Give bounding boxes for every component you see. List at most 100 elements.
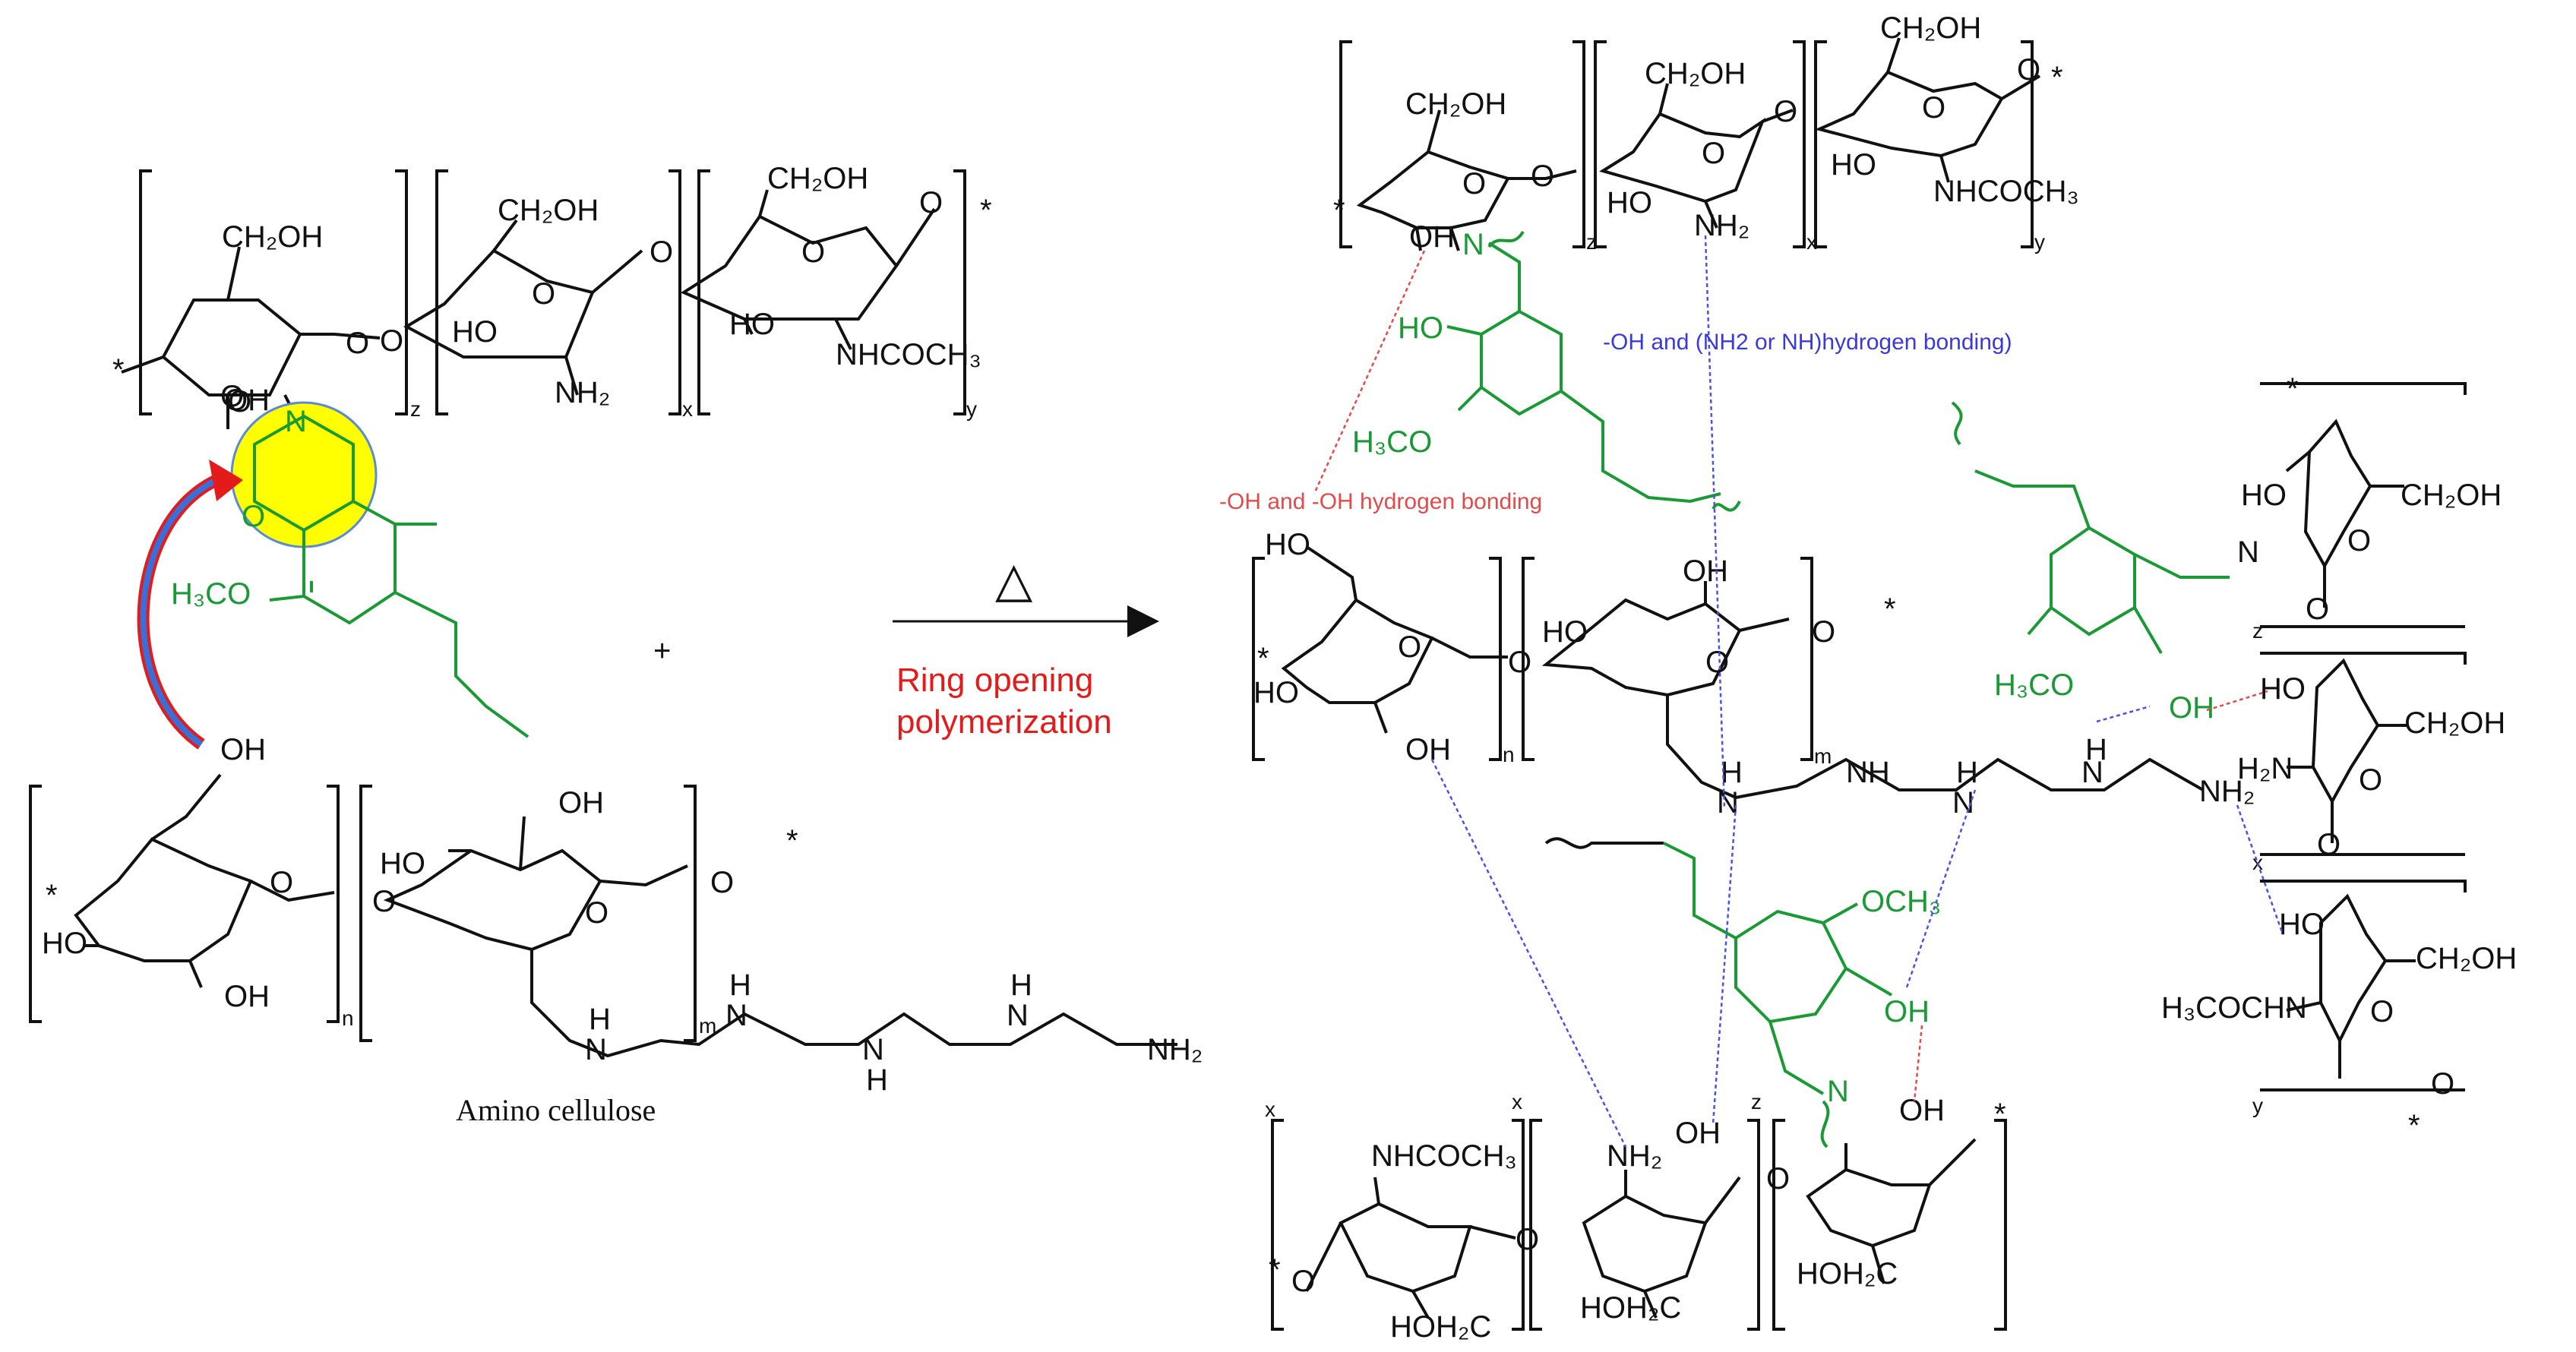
oh-label: OH [1409,220,1455,254]
terminal-o-label: O [1291,1265,1315,1298]
o-label: O [346,327,369,360]
ch2oh-label: CH₂OH [1645,57,1746,90]
oxazine-ring-highlight: N O [230,401,378,548]
glycosidic-o-label: O [1508,646,1531,679]
oxazine-o-label: O [242,500,265,533]
nhcoch3-label: NHCOCH₃ [1371,1139,1517,1173]
oh-label: OH [1884,995,1930,1028]
chitosan-top-left: CH₂OH O O O OH * O CH₂OH O HO NH₂ O CH₂O… [112,162,992,429]
oh-label: OH [220,733,266,766]
amine-n-label: N [2081,756,2103,789]
subscript-z: z [2252,619,2263,643]
nh2-label: NH₂ [1147,1033,1203,1066]
glycosidic-o-label: O [1531,160,1554,193]
n-label: N [1827,1075,1849,1108]
curved-arrow [137,460,243,750]
h3co-label: H₃CO [1994,668,2074,702]
ho-label: HO [2260,672,2306,706]
ho-label: HO [1398,311,1443,345]
star-label: * [2408,1109,2420,1142]
ring-o-label: O [585,896,608,930]
subscript-z: z [1751,1090,1762,1114]
nh2-label: NH₂ [555,376,610,409]
amine-n-label: N [725,999,748,1032]
glycosidic-o-label: O [372,885,396,918]
glycosidic-o-label: O [2317,828,2341,861]
oxazine-n-label: N [285,405,307,438]
opened-benzoxazine-bottom: OCH₃ OH N [1544,837,1941,1148]
subscript-m: m [1814,744,1832,768]
amine-n-label: N [1952,786,1974,820]
glycosidic-o-label: O [1516,1223,1539,1256]
ho-label: HO [380,847,425,880]
nh2-label: NH₂ [1694,209,1749,242]
h3cochn-label: H₃COCHN [2161,991,2307,1025]
glycosidic-o-label: O [2306,592,2329,626]
ring-o-label: O [220,380,244,413]
oh-nh-hbond-note: -OH and (NH2 or NH)hydrogen bonding) [1603,330,2012,355]
subscript-n: n [342,1006,354,1030]
ch2oh-label: CH₂OH [2416,942,2517,975]
oh-label: OH [1405,733,1451,766]
amine-n-label: N [585,1033,607,1066]
star-label: * [2287,372,2299,406]
h3co-label: H₃CO [1352,425,1432,459]
star-label: * [1333,194,1345,227]
ho-label: HO [1831,148,1876,182]
star-label: * [1884,592,1896,626]
ho-label: HO [1542,615,1588,649]
ring-o-label: O [1702,137,1725,170]
nh2-label: NH₂ [1607,1139,1662,1173]
star-label: * [1269,1253,1281,1287]
plus-sign: + [653,634,671,668]
polymerization-label: polymerization [896,703,1112,741]
amine-n-label: N [1007,999,1029,1032]
subscript-y: y [966,397,977,421]
chitosan-top-right: CH₂OH O O OH * CH₂OH O HO NH₂ O CH₂OH O … [1333,11,2079,254]
hoh2c-label: HOH₂C [1390,1310,1491,1344]
amine-h-label: H [1010,968,1032,1002]
nhcoch3-label: NHCOCH₃ [1933,175,2079,208]
terminal-o-label: O [2017,53,2040,87]
subscript-z: z [1586,230,1597,254]
h2n-label: H₂N [2237,752,2293,785]
ch2oh-label: CH₂OH [1405,87,1506,121]
ring-o-label: O [2347,524,2371,558]
ring-o-label: O [532,277,555,311]
star-label: * [1257,642,1269,675]
oh-oh-hbond-note: -OH and -OH hydrogen bonding [1219,489,1542,514]
star-label: * [1994,1098,2006,1131]
ring-opening-label: Ring opening [896,662,1093,699]
oh-label: OH [1683,554,1728,588]
amine-h-label: H [2085,733,2107,766]
hoh2c-label: HOH₂C [1797,1257,1898,1290]
oh-label: OH [2169,691,2214,725]
subscript-n: n [1503,743,1515,766]
star-label: * [2051,61,2063,94]
ch2oh-label: CH₂OH [1880,11,1981,45]
glycosidic-o-label: O [1766,1162,1790,1196]
subscript-y: y [2252,1094,2263,1117]
chitosan-bottom: NHCOCH₃ O * HOH₂C O NH₂ OH HOH₂C O OH HO… [1265,1090,2007,1344]
ring-o-label: O [1398,630,1421,664]
subscript-x: x [2252,851,2263,874]
opened-benzoxazine-right: H₃CO OH N [1951,401,2259,725]
subscript-x: x [682,397,693,421]
star-label: * [112,353,125,387]
amine-h-label: H [589,1003,611,1036]
ring-o-label: O [2370,995,2394,1028]
ch2oh-label: CH₂OH [767,162,868,195]
ring-o-label: O [1922,91,1945,125]
ring-o-label: O [801,235,825,269]
amine-h-label: H [729,968,751,1002]
ring-o-label: O [1705,646,1729,679]
opened-benzoxazine-top: N HO H₃CO [1352,228,1741,512]
hoh2c-label: HOH₂C [1580,1291,1681,1325]
ho-label: HO [2241,479,2287,512]
glycosidic-o-label: O [380,324,403,358]
amine-h-label: H [1956,756,1978,789]
ch2oh-label: CH₂OH [498,194,599,227]
amino-cellulose-caption: Amino cellulose [456,1093,656,1127]
